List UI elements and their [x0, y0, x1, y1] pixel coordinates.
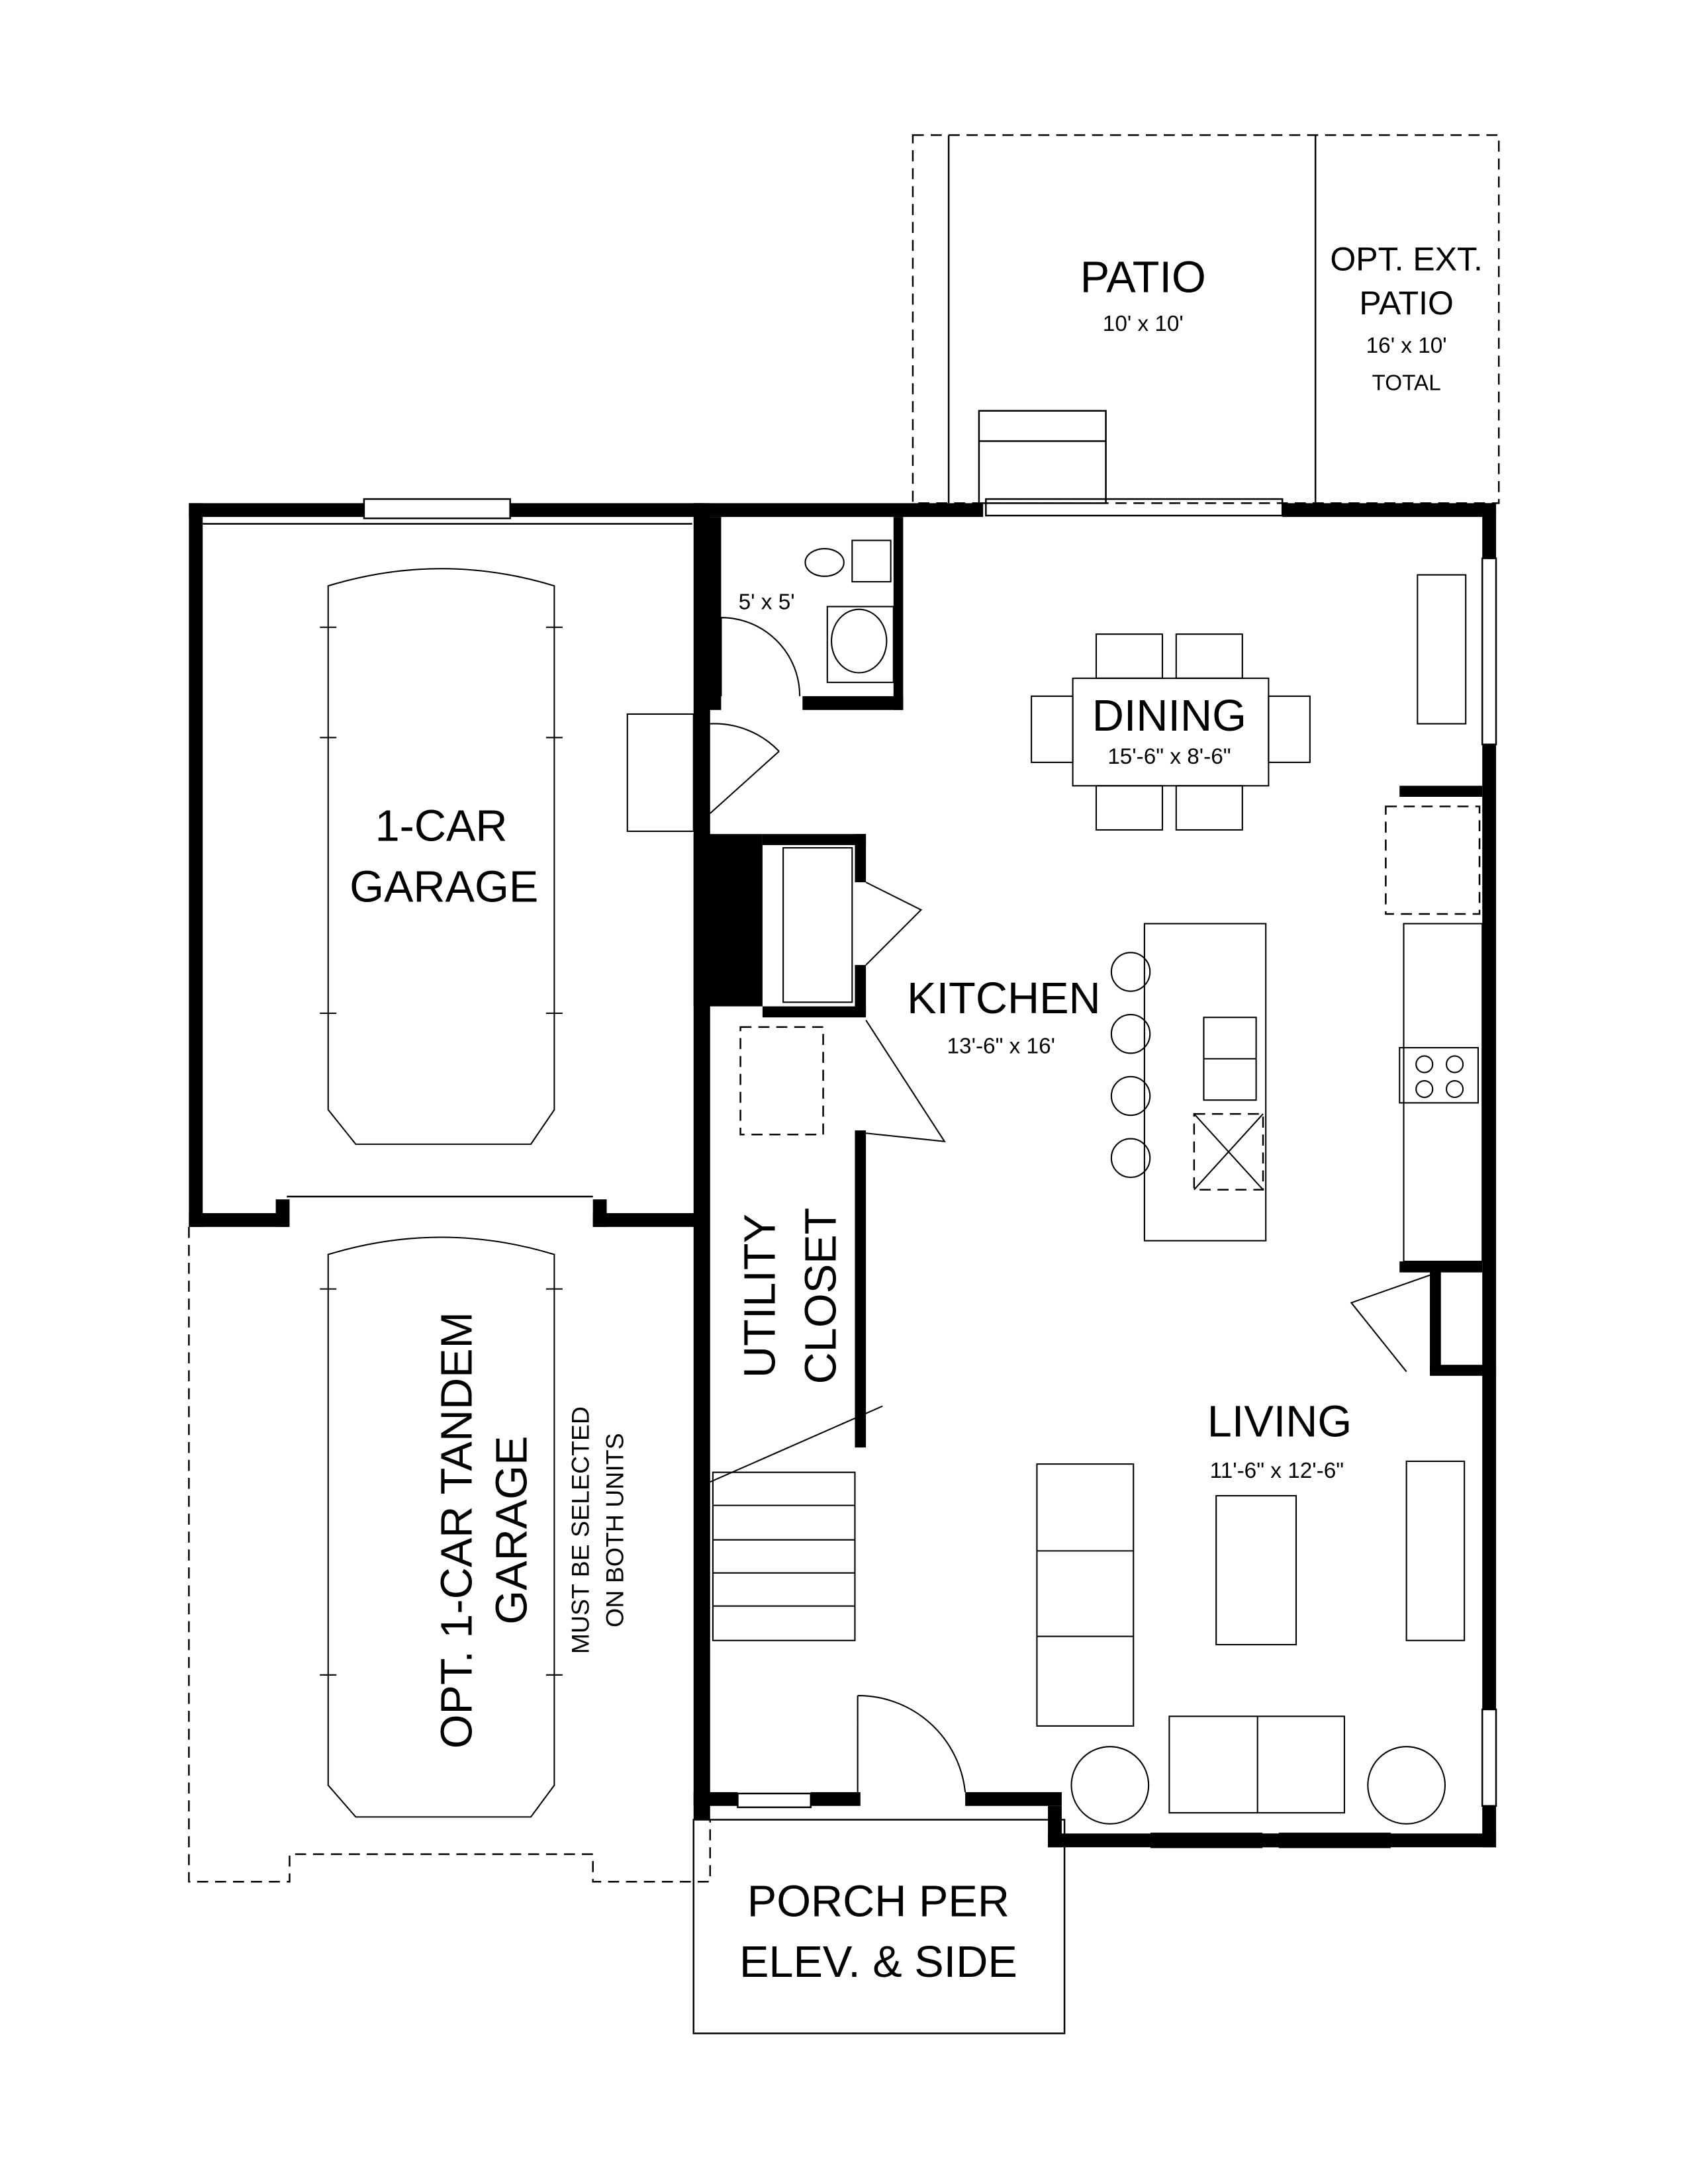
kitchen-island — [1143, 923, 1267, 1242]
powder-size: 5' x 5' — [739, 590, 795, 615]
range-icon — [1399, 1047, 1479, 1104]
house-walls — [693, 503, 1497, 1848]
water-heater — [739, 1026, 824, 1136]
dining-label: DINING — [1092, 692, 1246, 741]
tandem-garage-note-2: ON BOTH UNITS — [601, 1433, 629, 1627]
garage-steps — [626, 713, 694, 833]
tandem-garage-area — [188, 1226, 711, 1883]
patio-area — [912, 134, 1500, 504]
patio-label: PATIO — [1080, 253, 1206, 302]
stairs — [710, 1405, 883, 1641]
pantry-shelf — [782, 847, 853, 1003]
living-label: LIVING — [1207, 1397, 1352, 1446]
garage-window — [363, 498, 511, 520]
tandem-garage-label-2: GARAGE — [488, 1436, 537, 1625]
kitchen-fixtures — [739, 805, 1483, 1262]
ext-patio-label-2: PATIO — [1359, 285, 1454, 322]
kitchen-label: KITCHEN — [907, 974, 1101, 1023]
patio-size: 10' x 10' — [1103, 312, 1184, 336]
sliding-door — [985, 498, 1284, 517]
dining-window — [1481, 557, 1497, 746]
coffee-table — [1215, 1495, 1297, 1646]
car-outline — [320, 568, 563, 1145]
porch-area — [692, 1819, 1066, 2034]
doors — [626, 498, 1430, 1793]
living-window-side — [1481, 1708, 1497, 1807]
sofa — [1036, 1463, 1135, 1727]
sideboard — [1417, 574, 1467, 725]
kitchen-size: 13'-6" x 16' — [947, 1034, 1055, 1058]
patio-steps — [978, 410, 1107, 504]
living-size: 11'-6" x 12'-6" — [1210, 1459, 1344, 1483]
powder-fixtures — [804, 539, 894, 684]
living-furniture — [1036, 1460, 1466, 1825]
counter — [1403, 923, 1483, 1262]
ext-patio-label-1: OPT. EXT. — [1330, 240, 1483, 277]
refrigerator — [1385, 805, 1481, 915]
porch-label-1: PORCH PER — [747, 1877, 1009, 1926]
utility-label-1: UTILITY — [736, 1214, 785, 1378]
tv-console — [1405, 1460, 1466, 1641]
tandem-garage-note-1: MUST BE SELECTED — [566, 1406, 594, 1654]
utility-label-2: CLOSET — [796, 1208, 845, 1385]
ext-patio-note: TOTAL — [1372, 371, 1441, 395]
porch-label-2: ELEV. & SIDE — [739, 1938, 1017, 1987]
garage-label-2: GARAGE — [350, 862, 538, 911]
tandem-garage-label-1: OPT. 1-CAR TANDEM — [432, 1312, 481, 1749]
garage-label-1: 1-CAR — [375, 802, 508, 851]
ext-patio-size: 16' x 10' — [1366, 334, 1447, 358]
dining-size: 15'-6" x 8'-6" — [1107, 745, 1231, 769]
dishwasher — [1193, 1113, 1264, 1191]
dining-table — [1031, 574, 1467, 831]
front-window — [737, 1792, 812, 1809]
garage-walls — [189, 498, 704, 1227]
